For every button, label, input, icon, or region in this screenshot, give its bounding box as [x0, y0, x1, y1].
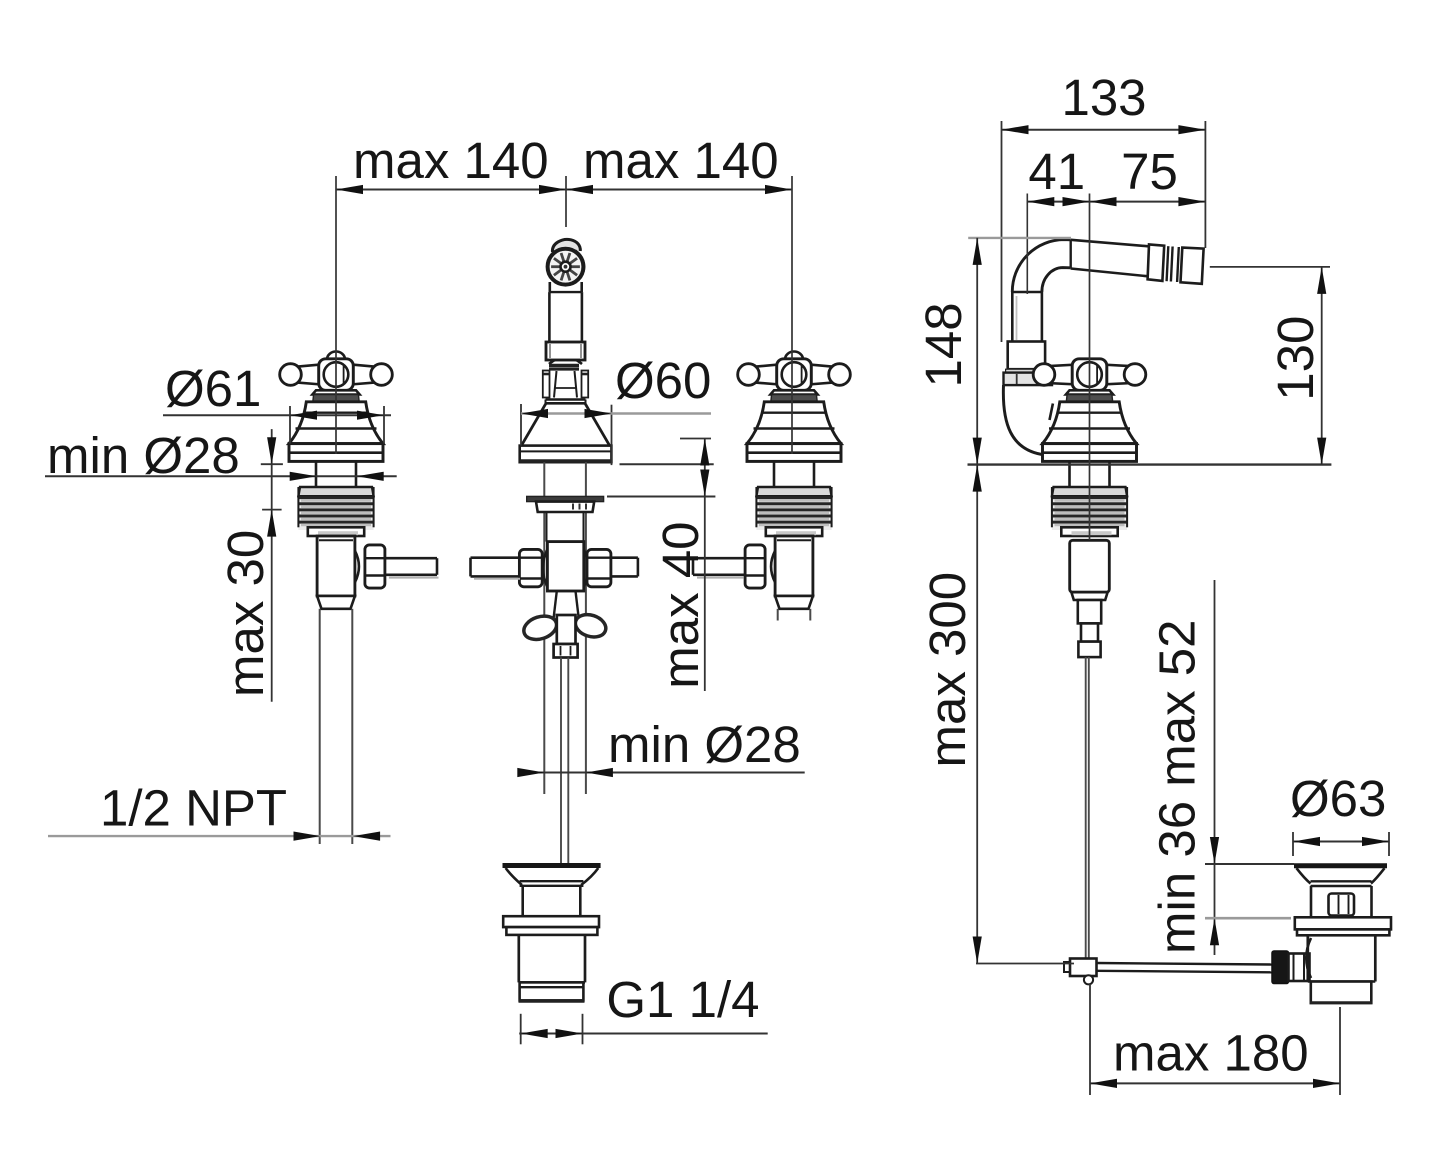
svg-text:Ø63: Ø63 — [1290, 770, 1386, 827]
svg-text:max 40: max 40 — [652, 521, 709, 688]
svg-text:max 140: max 140 — [353, 132, 549, 189]
svg-text:133: 133 — [1061, 69, 1146, 126]
svg-text:min Ø28: min Ø28 — [47, 427, 240, 484]
svg-text:max 140: max 140 — [583, 132, 779, 189]
svg-text:max 300: max 300 — [919, 572, 976, 768]
svg-text:130: 130 — [1267, 316, 1324, 401]
svg-text:1/2 NPT: 1/2 NPT — [100, 780, 287, 837]
svg-text:148: 148 — [915, 302, 972, 387]
svg-text:max 180: max 180 — [1113, 1025, 1309, 1082]
svg-text:min Ø28: min Ø28 — [608, 716, 801, 773]
svg-text:max 30: max 30 — [217, 530, 274, 697]
svg-text:Ø61: Ø61 — [165, 360, 261, 417]
svg-text:41: 41 — [1028, 143, 1085, 200]
svg-text:Ø60: Ø60 — [615, 352, 711, 409]
svg-text:min 36 max 52: min 36 max 52 — [1149, 620, 1206, 955]
svg-text:G1 1/4: G1 1/4 — [606, 971, 759, 1028]
svg-text:75: 75 — [1121, 143, 1178, 200]
